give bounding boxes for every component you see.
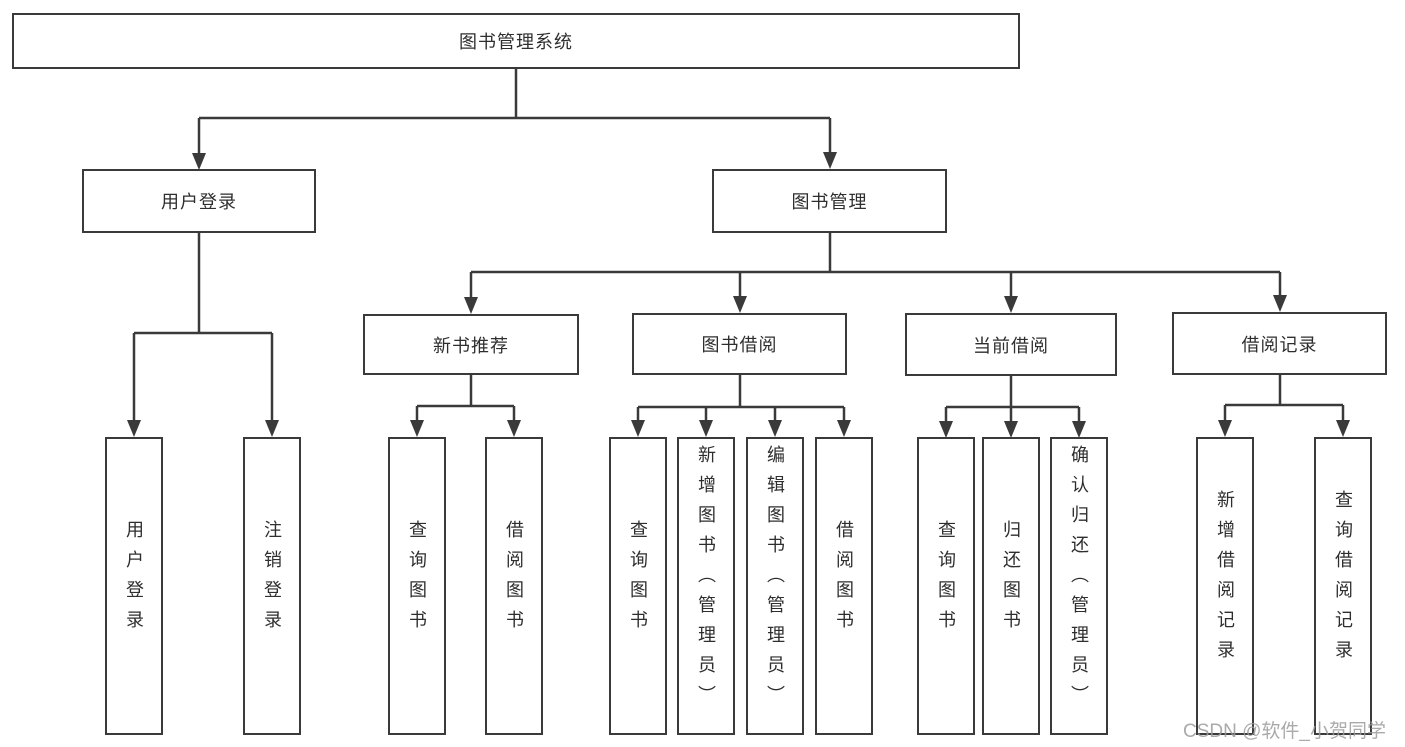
leaf-label: 查询图书	[628, 520, 648, 640]
watermark: CSDN @软件_小贺同学	[1183, 721, 1386, 742]
node-new-book-recommend: 新书推荐	[363, 314, 579, 375]
leaf-confirm-return-admin: 确认归还（管理员）	[1050, 437, 1108, 735]
leaf-label: 新增借阅记录	[1215, 490, 1235, 670]
leaf-query-books-current: 查询图书	[917, 437, 975, 735]
node-label: 图书管理	[791, 192, 868, 212]
leaf-query-books-borrow: 查询图书	[609, 437, 667, 735]
node-borrowing-records: 借阅记录	[1172, 312, 1387, 375]
leaf-label: 编辑图书（管理员）	[765, 445, 785, 715]
leaf-label: 注销登录	[262, 520, 282, 640]
leaf-label: 确认归还（管理员）	[1069, 445, 1089, 715]
leaf-label: 借阅图书	[834, 520, 854, 640]
node-label: 用户登录	[161, 192, 237, 212]
node-root-system: 图书管理系统	[12, 13, 1020, 69]
leaf-query-books-recommend: 查询图书	[388, 437, 446, 735]
leaf-label: 借阅图书	[504, 520, 524, 640]
node-user-login: 用户登录	[82, 169, 316, 233]
leaf-add-borrow-record: 新增借阅记录	[1196, 437, 1254, 735]
leaf-label: 查询图书	[936, 520, 956, 640]
node-label: 借阅记录	[1241, 334, 1318, 355]
leaf-label: 用户登录	[124, 520, 144, 640]
node-current-borrowing: 当前借阅	[905, 313, 1117, 376]
leaf-label: 归还图书	[1001, 520, 1021, 640]
leaf-label: 查询图书	[407, 520, 427, 640]
node-label: 图书借阅	[701, 335, 778, 355]
leaf-borrow-books: 借阅图书	[815, 437, 873, 735]
node-label: 当前借阅	[973, 335, 1049, 356]
leaf-query-borrow-record: 查询借阅记录	[1314, 437, 1372, 735]
node-book-management: 图书管理	[712, 169, 947, 233]
leaf-user-login: 用户登录	[105, 437, 163, 735]
leaf-edit-books-admin: 编辑图书（管理员）	[746, 437, 804, 735]
leaf-logout: 注销登录	[243, 437, 301, 735]
node-book-borrowing: 图书借阅	[632, 313, 847, 375]
node-label: 图书管理系统	[459, 32, 573, 52]
arrowheads	[127, 152, 1350, 438]
leaf-return-books: 归还图书	[982, 437, 1040, 735]
leaf-add-books-admin: 新增图书（管理员）	[677, 437, 735, 735]
leaf-label: 新增图书（管理员）	[696, 445, 716, 715]
leaf-label: 查询借阅记录	[1333, 490, 1353, 670]
node-label: 新书推荐	[433, 335, 509, 356]
leaf-borrow-books-recommend: 借阅图书	[485, 437, 543, 735]
connector-lines	[132, 69, 1345, 421]
